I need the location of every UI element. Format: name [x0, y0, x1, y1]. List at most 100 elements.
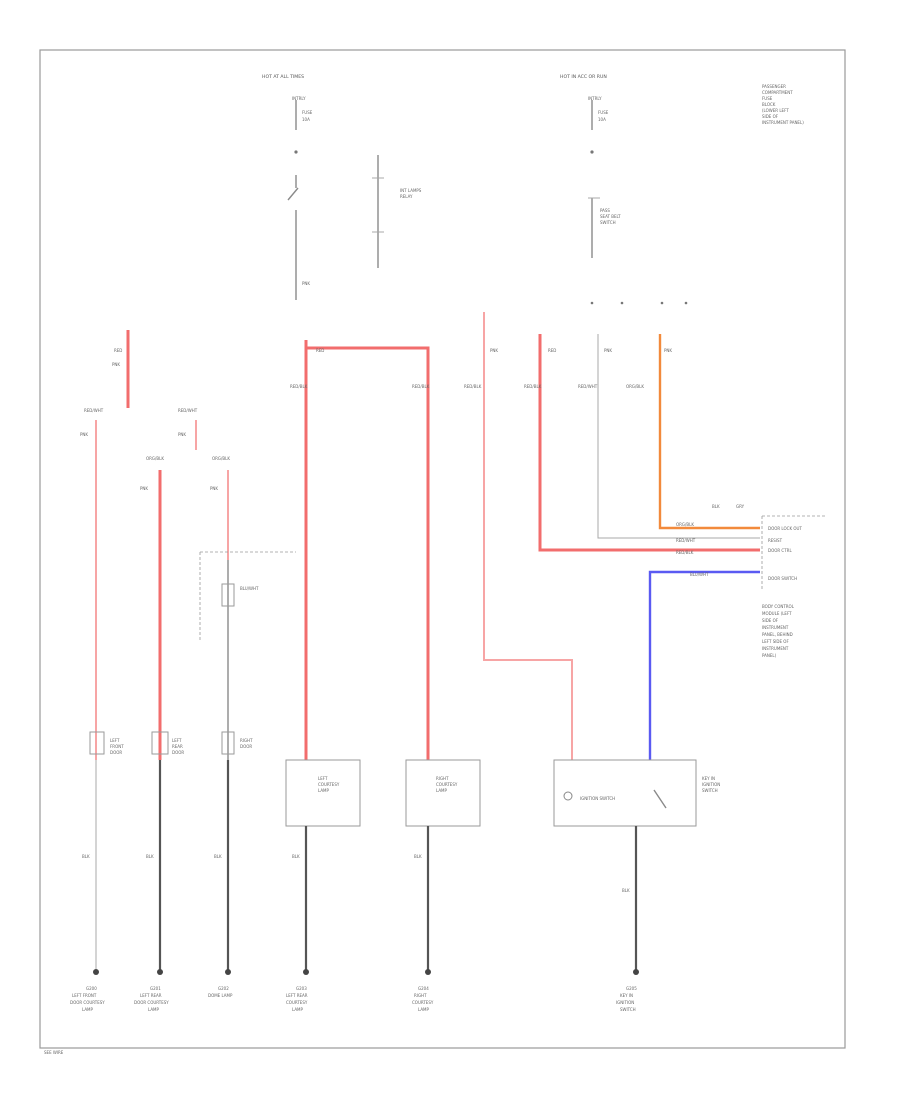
- svg-text:LEFT: LEFT: [172, 738, 182, 743]
- svg-text:BLK: BLK: [622, 888, 630, 893]
- ground-g201: G201 LEFT REAR DOOR COURTESY LAMP: [134, 969, 169, 1012]
- svg-text:INSTRUMENT PANEL): INSTRUMENT PANEL): [762, 120, 804, 125]
- svg-text:DOOR COURTESY: DOOR COURTESY: [134, 1000, 169, 1005]
- svg-text:DOOR LOCK OUT: DOOR LOCK OUT: [768, 526, 802, 531]
- svg-text:IGNITION: IGNITION: [702, 782, 720, 787]
- ground-g205: G205 KEY IN IGNITION SWITCH: [616, 969, 639, 1012]
- body-control-connector: BLK GRY ORG/BLK RED/WHT RED/BLK BLU/WHT …: [676, 504, 826, 590]
- svg-text:RED/WHT: RED/WHT: [578, 384, 598, 389]
- svg-text:MODULE (LEFT: MODULE (LEFT: [762, 611, 792, 616]
- svg-text:RED/BLK: RED/BLK: [524, 384, 542, 389]
- svg-text:KEY IN: KEY IN: [702, 776, 715, 781]
- svg-text:(LOWER LEFT: (LOWER LEFT: [762, 108, 789, 113]
- svg-text:LAMP: LAMP: [82, 1007, 94, 1012]
- svg-text:BLK: BLK: [146, 854, 154, 859]
- svg-text:BODY CONTROL: BODY CONTROL: [762, 604, 795, 609]
- svg-text:BLK: BLK: [292, 854, 300, 859]
- svg-text:LEFT FRONT: LEFT FRONT: [72, 993, 97, 998]
- svg-text:ORG/BLK: ORG/BLK: [626, 384, 644, 389]
- svg-text:FUSE: FUSE: [762, 96, 773, 101]
- svg-text:PNK: PNK: [604, 348, 612, 353]
- svg-text:PNK: PNK: [490, 348, 498, 353]
- svg-text:REAR: REAR: [172, 744, 183, 749]
- svg-text:INTRLY: INTRLY: [588, 96, 602, 101]
- svg-text:COURTESY: COURTESY: [436, 782, 458, 787]
- footer-note: SEE WIRE: [44, 1050, 64, 1055]
- svg-text:ORG/BLK: ORG/BLK: [146, 456, 164, 461]
- fuse-right: INTRLY FUSE 10A PASS SEAT BELT SWITCH: [588, 96, 688, 305]
- svg-text:SIDE OF: SIDE OF: [762, 114, 779, 119]
- svg-text:LAMP: LAMP: [418, 1007, 430, 1012]
- svg-text:LAMP: LAMP: [292, 1007, 304, 1012]
- lamp-right: RIGHT COURTESY LAMP: [405, 759, 481, 827]
- title-hot-at-all-times: HOT AT ALL TIMES: [262, 74, 304, 80]
- fuse-block-note: PASSENGER COMPARTMENT FUSE BLOCK (LOWER …: [762, 84, 804, 125]
- svg-text:DOOR: DOOR: [110, 750, 122, 755]
- svg-text:SWITCH: SWITCH: [600, 220, 616, 225]
- svg-text:SWITCH: SWITCH: [702, 788, 718, 793]
- diagram-frame: [39, 49, 846, 1049]
- svg-text:G200: G200: [86, 986, 97, 991]
- wire-blue-signal: [648, 570, 760, 760]
- svg-text:ORG/BLK: ORG/BLK: [676, 522, 694, 527]
- svg-text:PANEL): PANEL): [762, 653, 777, 658]
- svg-text:LEFT REAR: LEFT REAR: [286, 993, 308, 998]
- svg-text:COURTESY: COURTESY: [318, 782, 340, 787]
- svg-text:LEFT SIDE OF: LEFT SIDE OF: [762, 639, 789, 644]
- svg-text:RIGHT: RIGHT: [436, 776, 449, 781]
- svg-text:PNK: PNK: [80, 432, 88, 437]
- door-switches: LEFT FRONT DOOR LEFT REAR DOOR RIGHT DOO…: [89, 731, 253, 755]
- svg-text:LEFT REAR: LEFT REAR: [140, 993, 162, 998]
- fuse-left: INTRLY FUSE 10A: [292, 96, 313, 154]
- svg-text:RED/WHT: RED/WHT: [84, 408, 104, 413]
- svg-text:COMPARTMENT: COMPARTMENT: [762, 90, 793, 95]
- key-in-ignition-switch: IGNITION SWITCH KEY IN IGNITION SWITCH: [553, 759, 720, 827]
- svg-text:RED/WHT: RED/WHT: [178, 408, 198, 413]
- svg-text:IGNITION: IGNITION: [616, 1000, 634, 1005]
- svg-text:COURTESY: COURTESY: [286, 1000, 308, 1005]
- svg-text:INSTRUMENT: INSTRUMENT: [762, 625, 789, 630]
- wire-red-main: [306, 346, 430, 760]
- svg-text:FUSE: FUSE: [302, 110, 313, 115]
- ground-g200: G200 LEFT FRONT DOOR COURTESY LAMP: [70, 969, 105, 1012]
- svg-text:SIDE OF: SIDE OF: [762, 618, 779, 623]
- svg-text:G202: G202: [218, 986, 229, 991]
- svg-text:RED/BLK: RED/BLK: [464, 384, 482, 389]
- ground-g202: G202 DOME LAMP: [208, 969, 233, 998]
- svg-text:BLK: BLK: [414, 854, 422, 859]
- svg-text:RESIST: RESIST: [768, 538, 783, 543]
- svg-text:SWITCH: SWITCH: [620, 1007, 636, 1012]
- svg-text:DOOR CTRL: DOOR CTRL: [768, 548, 792, 553]
- svg-text:LEFT: LEFT: [110, 738, 120, 743]
- svg-text:DOOR SWITCH: DOOR SWITCH: [768, 576, 797, 581]
- svg-text:BLOCK: BLOCK: [762, 102, 776, 107]
- svg-text:G201: G201: [150, 986, 161, 991]
- svg-text:PNK: PNK: [178, 432, 186, 437]
- svg-text:LAMP: LAMP: [436, 788, 448, 793]
- svg-text:RED: RED: [548, 348, 556, 353]
- svg-text:RIGHT: RIGHT: [240, 738, 253, 743]
- svg-text:BLK: BLK: [214, 854, 222, 859]
- svg-text:GRY: GRY: [736, 504, 745, 509]
- door-switch-box: [221, 583, 235, 607]
- svg-text:G205: G205: [626, 986, 637, 991]
- svg-text:RELAY: RELAY: [400, 194, 413, 199]
- int-lamps-relay: INT LAMPS RELAY PNK: [287, 155, 422, 300]
- svg-text:ORG/BLK: ORG/BLK: [212, 456, 230, 461]
- svg-text:G203: G203: [296, 986, 307, 991]
- svg-text:INSTRUMENT: INSTRUMENT: [762, 646, 789, 651]
- wire-body-control-4: [658, 334, 760, 530]
- svg-text:INTRLY: INTRLY: [292, 96, 306, 101]
- svg-text:10A: 10A: [598, 117, 606, 122]
- svg-text:RED/BLK: RED/BLK: [412, 384, 430, 389]
- svg-text:LAMP: LAMP: [318, 788, 330, 793]
- svg-text:SEAT BELT: SEAT BELT: [600, 214, 621, 219]
- svg-text:BLK: BLK: [82, 854, 90, 859]
- wire-body-control-2: [538, 334, 760, 552]
- svg-text:PNK: PNK: [112, 362, 120, 367]
- wire-body-control-1: [483, 312, 573, 760]
- svg-text:PASS: PASS: [600, 208, 610, 213]
- svg-text:10A: 10A: [302, 117, 310, 122]
- svg-text:BLU/WHT: BLU/WHT: [690, 572, 709, 577]
